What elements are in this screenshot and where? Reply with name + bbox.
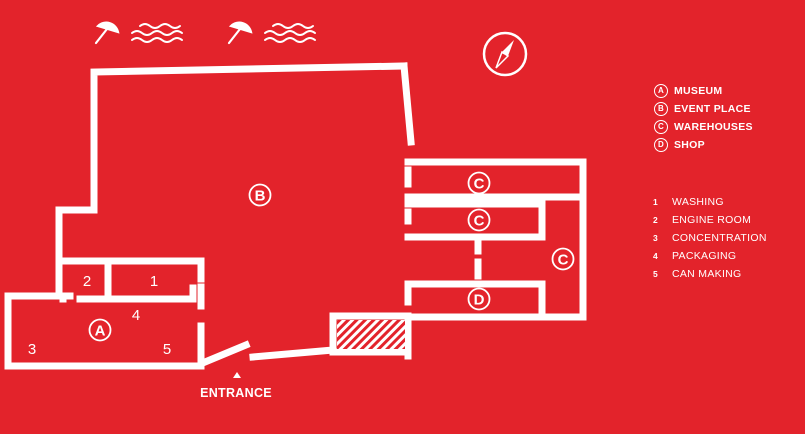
- waves-icon: [131, 23, 183, 43]
- room-number-4: 4: [132, 307, 140, 324]
- entrance-label: ENTRANCE: [200, 386, 272, 400]
- hatched-area: [337, 320, 405, 349]
- legend-label: EVENT PLACE: [674, 103, 751, 115]
- legend-item-engine-room: 2 ENGINE ROOM: [653, 211, 767, 229]
- legend-badge: B: [654, 102, 668, 116]
- zone-legend: A MUSEUM B EVENT PLACE C WAREHOUSES D SHOP: [654, 82, 753, 154]
- room-legend: 1 WASHING 2 ENGINE ROOM 3 CONCENTRATION 4 PA…: [653, 193, 767, 283]
- room-number-2: 2: [83, 273, 91, 290]
- room-number-3: 3: [28, 341, 36, 358]
- legend-label: CAN MAKING: [672, 268, 742, 280]
- legend-item-shop: D SHOP: [654, 136, 753, 154]
- legend-badge: C: [654, 120, 668, 134]
- legend-label: MUSEUM: [674, 85, 723, 97]
- compass-icon: [482, 31, 528, 77]
- legend-badge: A: [654, 84, 668, 98]
- legend-number: 4: [653, 251, 659, 261]
- legend-badge: D: [654, 138, 668, 152]
- legend-number: 5: [653, 269, 659, 279]
- legend-item-can-making: 5 CAN MAKING: [653, 265, 767, 283]
- beach-umbrella-icon: [227, 21, 253, 45]
- svg-text:B: B: [255, 188, 266, 205]
- svg-text:C: C: [558, 252, 569, 269]
- legend-label: PACKAGING: [672, 250, 737, 262]
- legend-label: WASHING: [672, 196, 724, 208]
- zone-b-badge: B: [248, 183, 272, 207]
- legend-item-warehouses: C WAREHOUSES: [654, 118, 753, 136]
- entrance-arrow-icon: [233, 372, 241, 378]
- room-number-1: 1: [150, 273, 158, 290]
- legend-number: 1: [653, 197, 659, 207]
- room-number-5: 5: [163, 341, 171, 358]
- zone-a-badge: A: [88, 318, 112, 342]
- svg-text:A: A: [95, 323, 106, 340]
- legend-item-concentration: 3 CONCENTRATION: [653, 229, 767, 247]
- legend-label: SHOP: [674, 139, 705, 151]
- svg-text:C: C: [474, 213, 485, 230]
- legend-item-washing: 1 WASHING: [653, 193, 767, 211]
- legend-number: 3: [653, 233, 659, 243]
- beach-umbrella-icon: [94, 21, 120, 45]
- legend-label: CONCENTRATION: [672, 232, 767, 244]
- waves-icon: [264, 23, 316, 43]
- zone-c-badge: C: [467, 171, 491, 195]
- legend-label: ENGINE ROOM: [672, 214, 752, 226]
- legend-item-museum: A MUSEUM: [654, 82, 753, 100]
- svg-text:D: D: [474, 292, 485, 309]
- legend-item-event-place: B EVENT PLACE: [654, 100, 753, 118]
- zone-c-badge: C: [467, 208, 491, 232]
- legend-item-packaging: 4 PACKAGING: [653, 247, 767, 265]
- legend-label: WAREHOUSES: [674, 121, 753, 133]
- svg-text:C: C: [474, 176, 485, 193]
- building-outline: [4, 62, 587, 370]
- zone-d-badge: D: [467, 287, 491, 311]
- zone-c-badge: C: [551, 247, 575, 271]
- legend-number: 2: [653, 215, 659, 225]
